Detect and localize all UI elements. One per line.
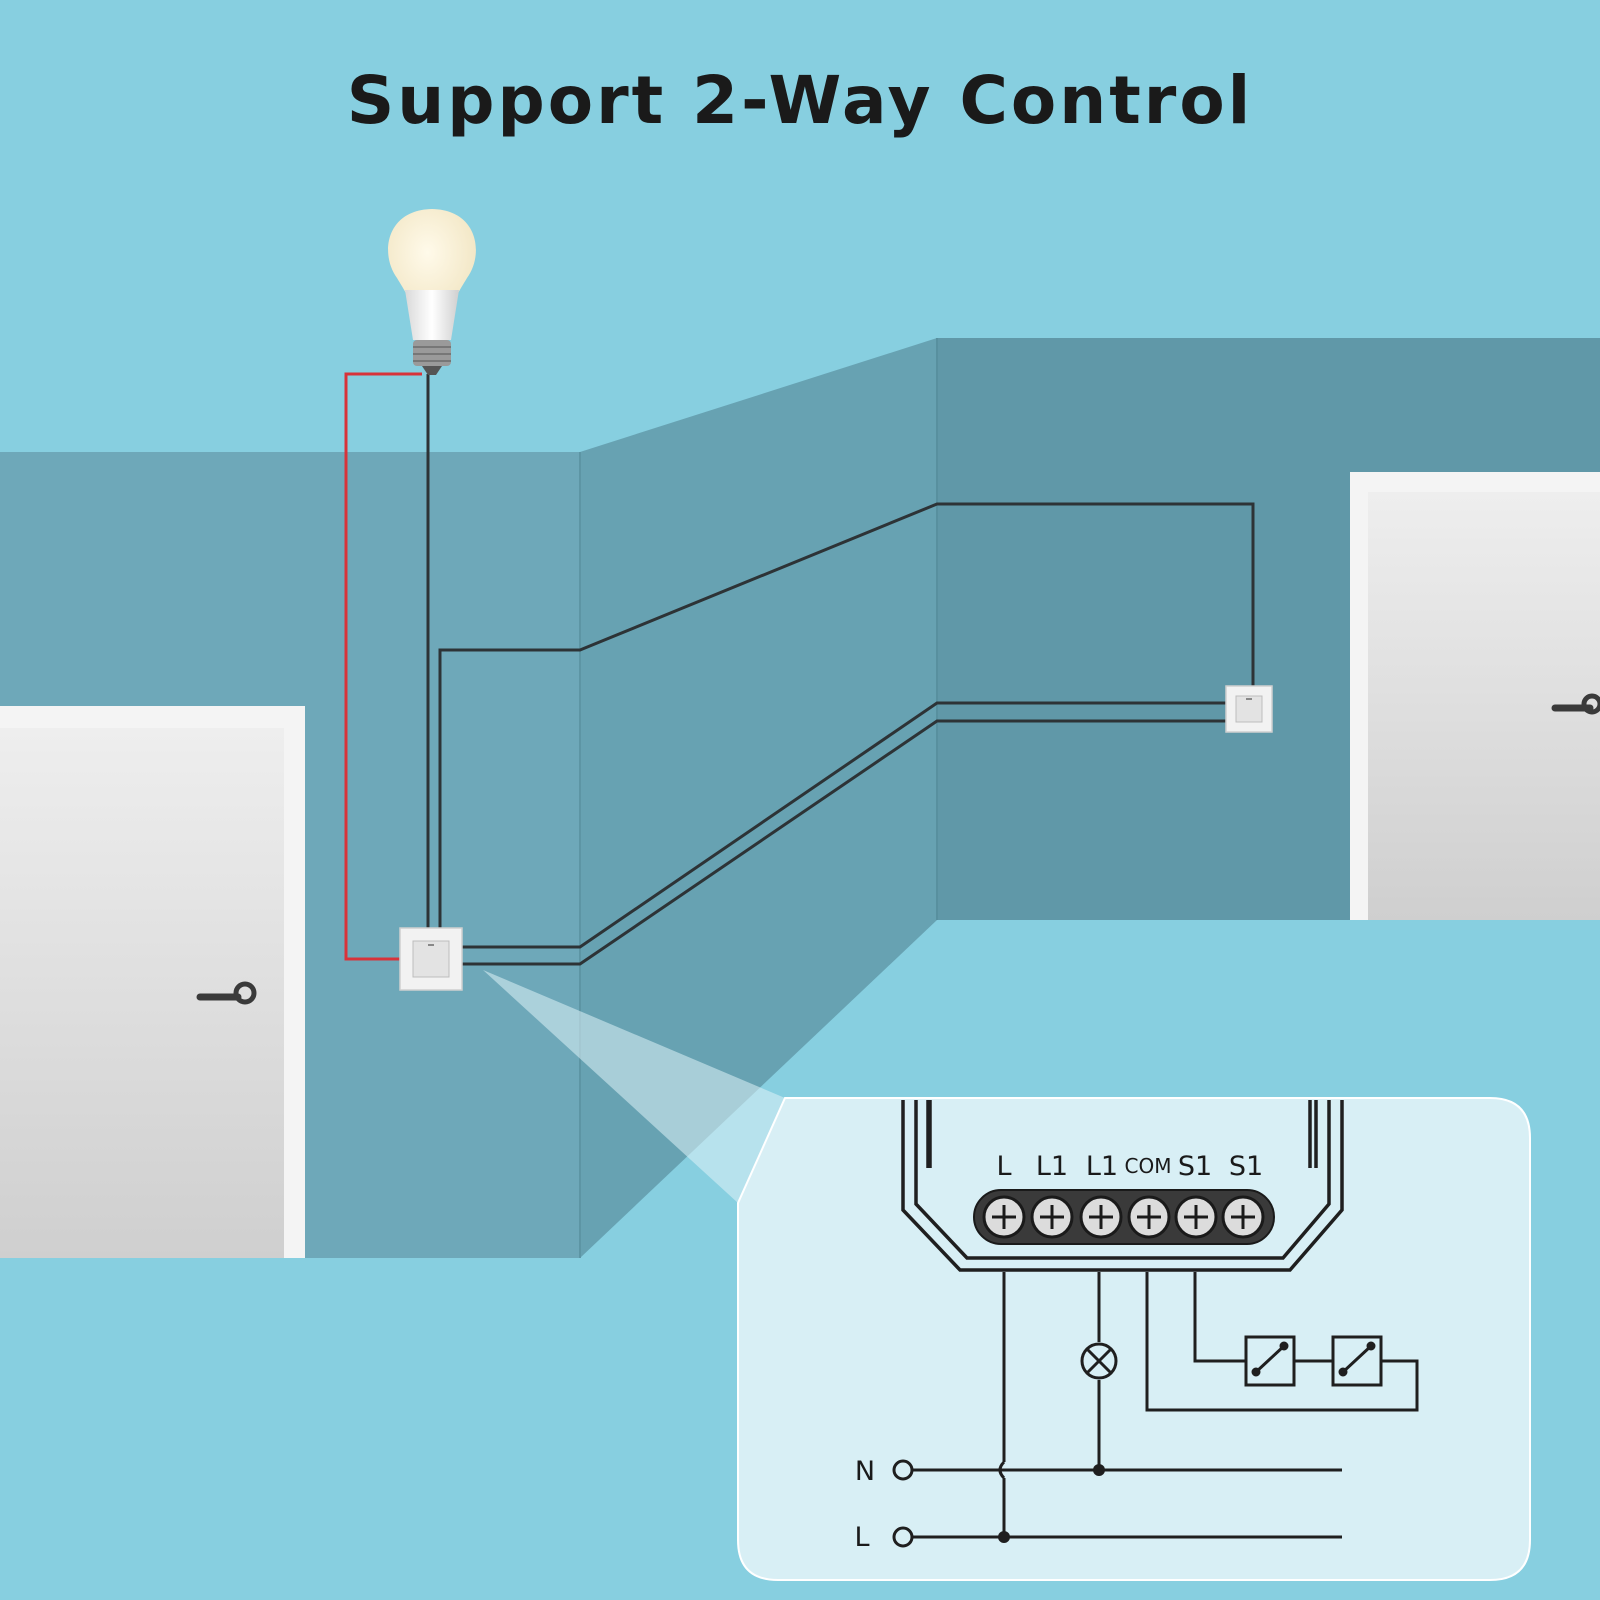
switch-symbol-icon [1331, 1335, 1383, 1387]
junction-dot [1093, 1464, 1105, 1476]
live-label: L [854, 1522, 869, 1553]
schematic-wires [910, 1272, 1419, 1539]
door-handle-icon [196, 981, 257, 1005]
lamp-symbol-icon [1080, 1342, 1118, 1380]
terminal-label-l: L [996, 1151, 1011, 1182]
schematic-panel [737, 1097, 1531, 1581]
terminal-label-s1: S1 [1229, 1151, 1263, 1182]
traveler-wire-1 [462, 701, 1226, 949]
traveler-wire-top [438, 502, 1255, 930]
wall-middle [580, 338, 937, 1258]
terminal-label-l1: L1 [1036, 1151, 1068, 1182]
callout-beam [483, 970, 785, 1203]
terminal-label-s1: S1 [1178, 1151, 1212, 1182]
door-handle-icon [1551, 693, 1600, 715]
traveler-wire-2 [462, 719, 1226, 966]
wall-switch-icon [399, 927, 463, 991]
wiring [344, 372, 1255, 966]
light-bulb-icon [388, 209, 476, 375]
live-wire [344, 372, 422, 961]
wall-switch-icon [1225, 685, 1273, 733]
terminal-block [973, 1189, 1275, 1245]
module-housing [901, 1100, 1344, 1272]
terminal-label-l1: L1 [1086, 1151, 1118, 1182]
wiring-schematic: L L1 L1 COM S1 S1 [737, 1097, 1531, 1581]
door-right [1350, 472, 1600, 920]
live-terminal [892, 1526, 914, 1548]
neutral-terminal [892, 1459, 914, 1481]
door-left [0, 706, 305, 1258]
page-title: Support 2-Way Control [346, 62, 1254, 139]
junction-dot [998, 1531, 1010, 1543]
terminal-label-com: COM [1125, 1154, 1172, 1178]
neutral-label: N [855, 1456, 875, 1487]
switch-symbol-icon [1244, 1335, 1296, 1387]
